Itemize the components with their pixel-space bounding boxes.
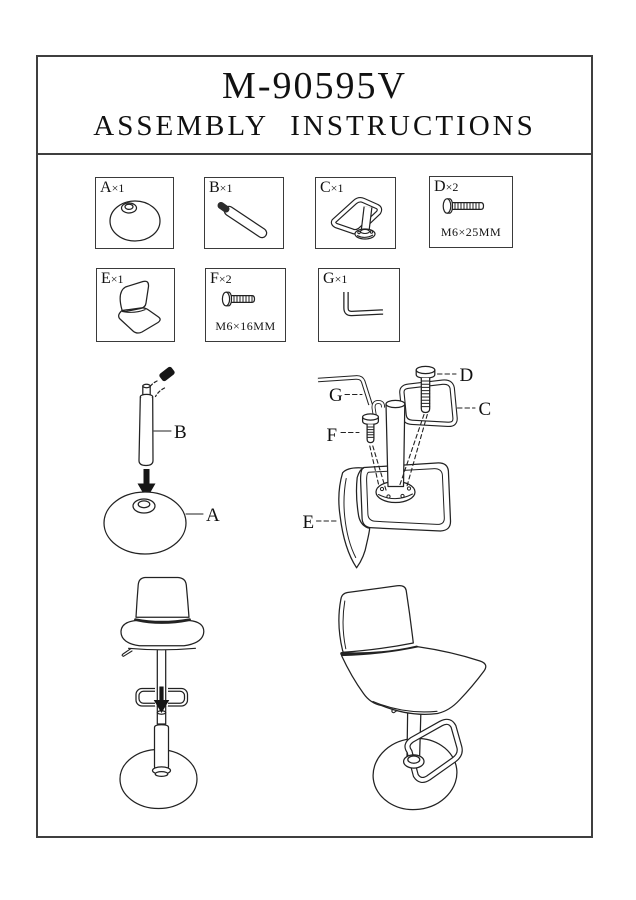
step1-gas-lift-into-base-diagram: B A bbox=[103, 366, 220, 555]
part-box-d: D×2 M6×25MM bbox=[429, 176, 513, 248]
down-arrow bbox=[137, 469, 156, 499]
part-qty: ×1 bbox=[219, 181, 233, 195]
part-box-c: C×1 bbox=[315, 177, 396, 249]
seat-perspective-drawing bbox=[338, 585, 487, 715]
footrest-post-icon bbox=[330, 197, 383, 240]
part-qty: ×1 bbox=[111, 181, 125, 195]
part-letter: D bbox=[434, 178, 446, 195]
part-letter: G bbox=[323, 270, 335, 287]
part-label-e: E×1 bbox=[101, 270, 124, 288]
part-qty: ×1 bbox=[334, 272, 348, 286]
part-qty: ×1 bbox=[330, 181, 344, 195]
part-letter: C bbox=[320, 179, 331, 196]
assembly-diagrams: B A bbox=[103, 365, 492, 811]
round-base-icon bbox=[109, 200, 161, 242]
round-base-drawing bbox=[103, 491, 187, 555]
post-tube-drawing bbox=[371, 399, 406, 488]
part-label-g: G×1 bbox=[323, 270, 347, 288]
title-block: M-90595V ASSEMBLY INSTRUCTIONS bbox=[38, 57, 591, 155]
bolt-f-drawing bbox=[361, 413, 380, 444]
seat-icon bbox=[118, 280, 161, 334]
part-box-f: F×2 M6×16MM bbox=[205, 268, 286, 342]
callout-a: A bbox=[206, 505, 220, 526]
cylinder-cap-drawing bbox=[159, 366, 175, 382]
footrest-perspective-drawing bbox=[402, 718, 463, 784]
gas-lift-cylinder-icon bbox=[217, 202, 268, 239]
callout-g: G bbox=[329, 385, 343, 406]
part-letter: F bbox=[210, 270, 219, 287]
step3-front-view-diagram bbox=[119, 576, 205, 810]
bolt-d-drawing bbox=[415, 365, 436, 414]
step4-assembled-stool-diagram bbox=[338, 585, 487, 811]
callout-c: C bbox=[479, 399, 492, 420]
part-label-a: A×1 bbox=[100, 179, 124, 197]
page-subtitle: ASSEMBLY INSTRUCTIONS bbox=[93, 110, 536, 143]
page-title: M-90595V bbox=[222, 64, 407, 107]
part-box-a: A×1 bbox=[95, 177, 174, 249]
part-qty: ×2 bbox=[218, 272, 232, 286]
bolt-size-label: M6×25MM bbox=[440, 225, 502, 239]
part-qty: ×1 bbox=[110, 272, 124, 286]
part-label-b: B×1 bbox=[209, 179, 232, 197]
part-label-f: F×2 bbox=[210, 270, 232, 288]
part-letter: E bbox=[101, 270, 111, 287]
allen-key-drawing bbox=[317, 375, 373, 406]
part-box-g: G×1 bbox=[318, 268, 400, 342]
callout-d: D bbox=[460, 365, 474, 386]
part-box-b: B×1 bbox=[204, 177, 284, 249]
bolt-icon bbox=[442, 198, 485, 214]
part-letter: B bbox=[209, 179, 220, 196]
part-label-d: D×2 bbox=[434, 178, 458, 196]
part-label-c: C×1 bbox=[320, 179, 343, 197]
seat-front-drawing bbox=[120, 576, 205, 657]
step2-seat-footrest-diagram: G D C F E bbox=[303, 365, 492, 569]
part-qty: ×2 bbox=[445, 180, 459, 194]
part-box-e: E×1 bbox=[96, 268, 175, 342]
callout-e: E bbox=[303, 512, 315, 533]
callout-f: F bbox=[327, 425, 338, 446]
part-letter: A bbox=[100, 179, 112, 196]
gas-lift-drawing bbox=[138, 383, 154, 467]
allen-key-icon bbox=[343, 292, 384, 317]
lower-column-drawing bbox=[153, 724, 170, 771]
callout-b: B bbox=[174, 422, 187, 443]
bolt-icon bbox=[221, 291, 256, 307]
down-arrow bbox=[153, 686, 170, 713]
footrest-loop-drawing bbox=[399, 379, 458, 428]
bolt-size-label: M6×16MM bbox=[215, 319, 276, 333]
post-flange-drawing bbox=[375, 480, 416, 504]
